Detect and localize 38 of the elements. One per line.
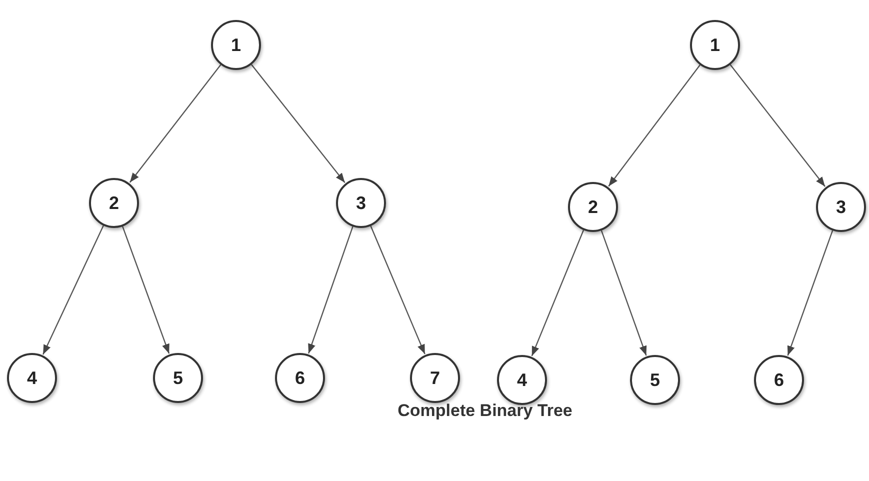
tree-node: [275, 353, 325, 403]
arrow: [308, 226, 354, 354]
node-label: 5: [172, 368, 183, 388]
tree-node: [690, 20, 740, 70]
arrow: [251, 64, 346, 183]
tree-node: [630, 355, 680, 405]
arrow: [531, 230, 584, 356]
node-label: 6: [774, 370, 784, 390]
node-label: 4: [516, 370, 527, 390]
tree-node: [153, 353, 203, 403]
tree-node: [211, 20, 261, 70]
node-label: 5: [650, 370, 660, 390]
node-label: 3: [356, 192, 366, 214]
arrow: [129, 64, 222, 183]
arrow: [370, 226, 426, 354]
tree-node: [7, 353, 57, 403]
tree-node: [816, 182, 866, 232]
node-label: 1: [710, 34, 720, 56]
node-label: 6: [294, 368, 305, 388]
caption: Complete Binary Tree: [396, 400, 574, 422]
tree-node: [336, 178, 386, 228]
arrow: [730, 64, 826, 187]
arrow: [600, 230, 647, 356]
arrow: [42, 225, 104, 355]
node-label: 3: [836, 196, 846, 218]
tree-node: [568, 182, 618, 232]
node-label: 2: [108, 192, 119, 214]
arrow: [608, 64, 700, 187]
arrow: [122, 226, 170, 354]
node-label: 2: [588, 196, 598, 218]
node-label: 7: [430, 368, 440, 388]
tree-node: [497, 355, 547, 405]
node-label: 4: [26, 368, 37, 388]
tree-node: [410, 353, 460, 403]
tree-node: [89, 178, 139, 228]
arrow: [787, 230, 834, 356]
tree-node: [754, 355, 804, 405]
node-label: 1: [230, 34, 241, 56]
